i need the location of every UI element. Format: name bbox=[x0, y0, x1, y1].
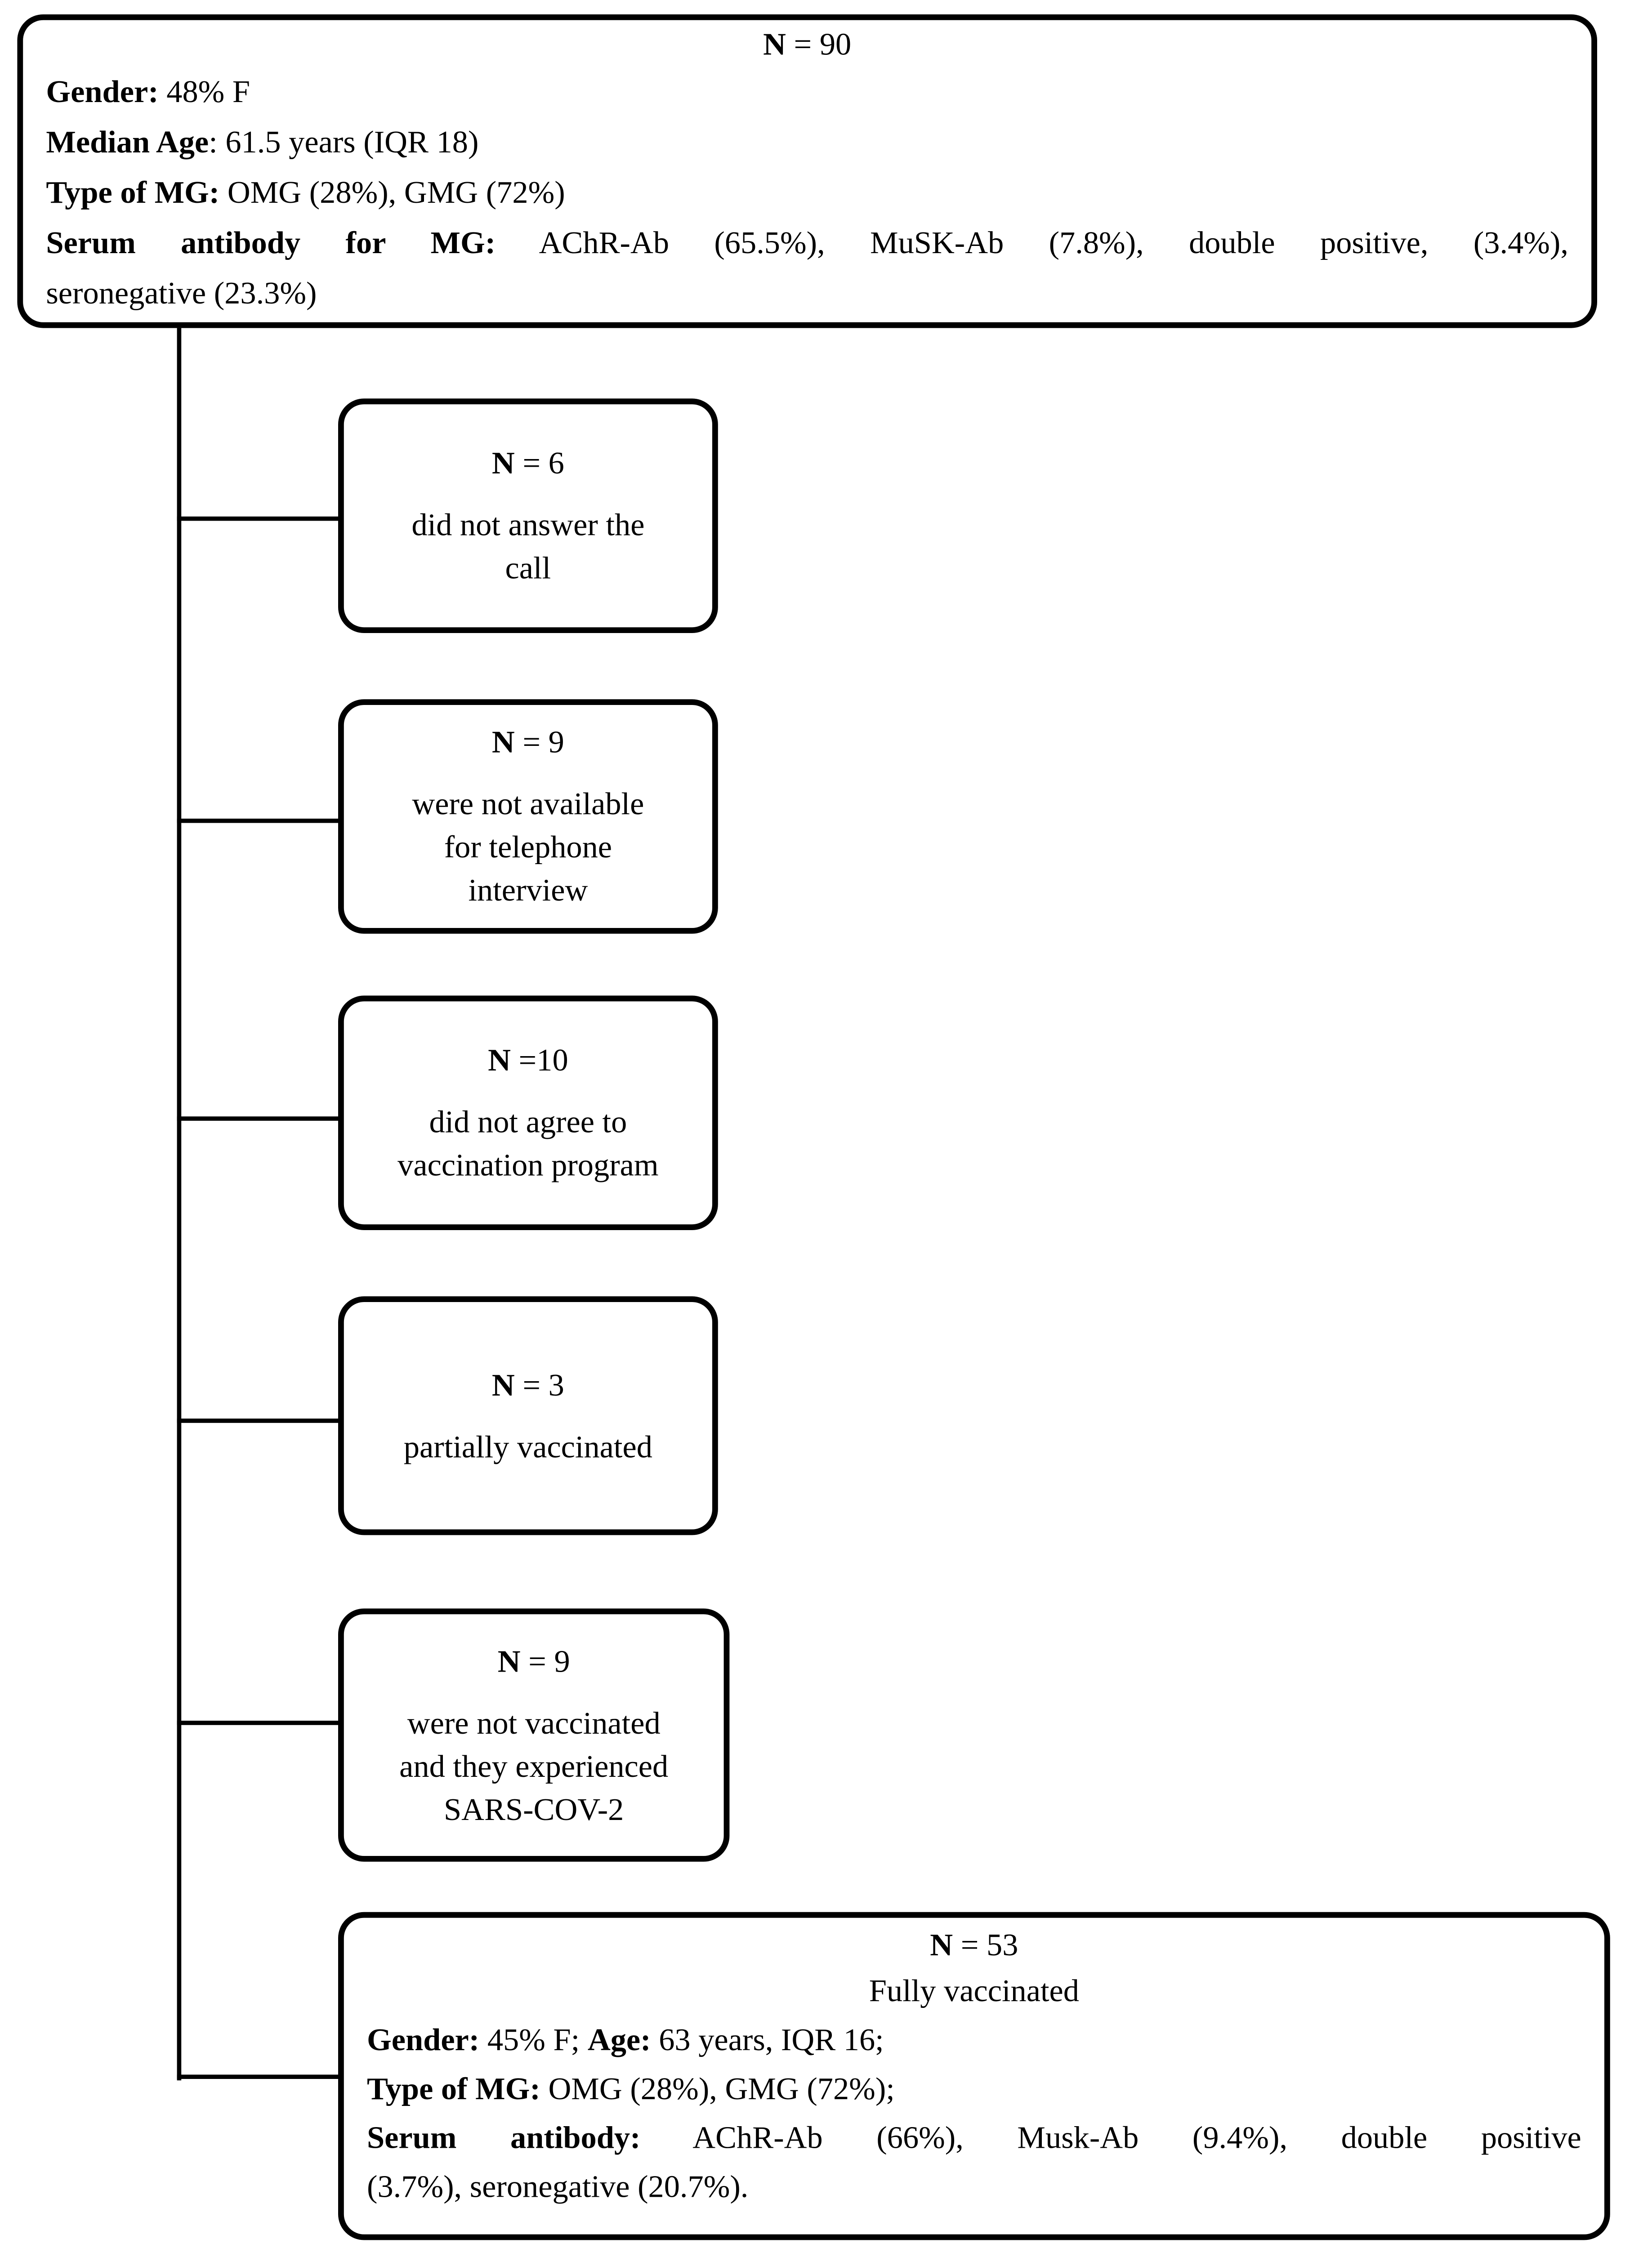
cohort-age-line: Median Age: 61.5 years (IQR 18) bbox=[46, 124, 479, 160]
cohort-serum-line: Serum antibody for MG: AChR-Ab (65.5%), … bbox=[46, 224, 1569, 261]
excluded-5-reason: were not vaccinated and they experienced… bbox=[399, 1704, 669, 1827]
final-serum-tail: (3.7%), seronegative (20.7%). bbox=[367, 2168, 749, 2204]
excluded-4-reason: partially vaccinated bbox=[403, 1428, 652, 1464]
connector-branch-excluded-5 bbox=[177, 1721, 341, 1725]
excluded-1-n-label: N = 6 bbox=[491, 444, 564, 481]
final-subtitle: Fully vaccinated bbox=[869, 1972, 1079, 2009]
cohort-serum-tail: seronegative (23.3%) bbox=[46, 275, 317, 311]
cohort-gender-line: Gender: 48% F bbox=[46, 73, 250, 110]
excluded-2-n-label: N = 9 bbox=[491, 723, 564, 760]
cohort-mg-type-line: Type of MG: OMG (28%), GMG (72%) bbox=[46, 174, 565, 210]
excluded-1-reason: did not answer the call bbox=[411, 506, 645, 586]
cohort-n-label: N = 90 bbox=[763, 26, 852, 62]
node-excluded-did-not-agree: N =10 did not agree to vaccination progr… bbox=[338, 995, 718, 1230]
connector-branch-final bbox=[177, 2074, 341, 2079]
final-serum-line: Serum antibody: AChR-Ab (66%), Musk-Ab (… bbox=[367, 2119, 1581, 2155]
node-excluded-no-answer: N = 6 did not answer the call bbox=[338, 398, 718, 633]
excluded-2-reason: were not available for telephone intervi… bbox=[412, 785, 644, 908]
connector-branch-excluded-4 bbox=[177, 1418, 341, 1423]
connector-branch-excluded-1 bbox=[177, 516, 341, 521]
node-total-cohort: N = 90 Gender: 48% F Median Age: 61.5 ye… bbox=[17, 14, 1598, 328]
final-gender-age-line: Gender: 45% F; Age: 63 years, IQR 16; bbox=[367, 2021, 884, 2057]
node-excluded-partially-vaccinated: N = 3 partially vaccinated bbox=[338, 1296, 718, 1535]
connector-branch-excluded-2 bbox=[177, 818, 341, 823]
node-fully-vaccinated: N = 53 Fully vaccinated Gender: 45% F; A… bbox=[338, 1912, 1610, 2240]
node-excluded-not-vaccinated-sars: N = 9 were not vaccinated and they exper… bbox=[338, 1608, 730, 1862]
connector-branch-excluded-3 bbox=[177, 1116, 341, 1121]
connector-trunk-line bbox=[177, 328, 182, 2081]
excluded-5-n-label: N = 9 bbox=[497, 1642, 570, 1678]
node-excluded-not-available: N = 9 were not available for telephone i… bbox=[338, 699, 718, 934]
final-n-label: N = 53 bbox=[930, 1926, 1018, 1963]
excluded-3-reason: did not agree to vaccination program bbox=[397, 1103, 659, 1183]
excluded-4-n-label: N = 3 bbox=[491, 1366, 564, 1402]
excluded-3-n-label: N =10 bbox=[488, 1041, 568, 1078]
final-mg-type-line: Type of MG: OMG (28%), GMG (72%); bbox=[367, 2070, 895, 2106]
